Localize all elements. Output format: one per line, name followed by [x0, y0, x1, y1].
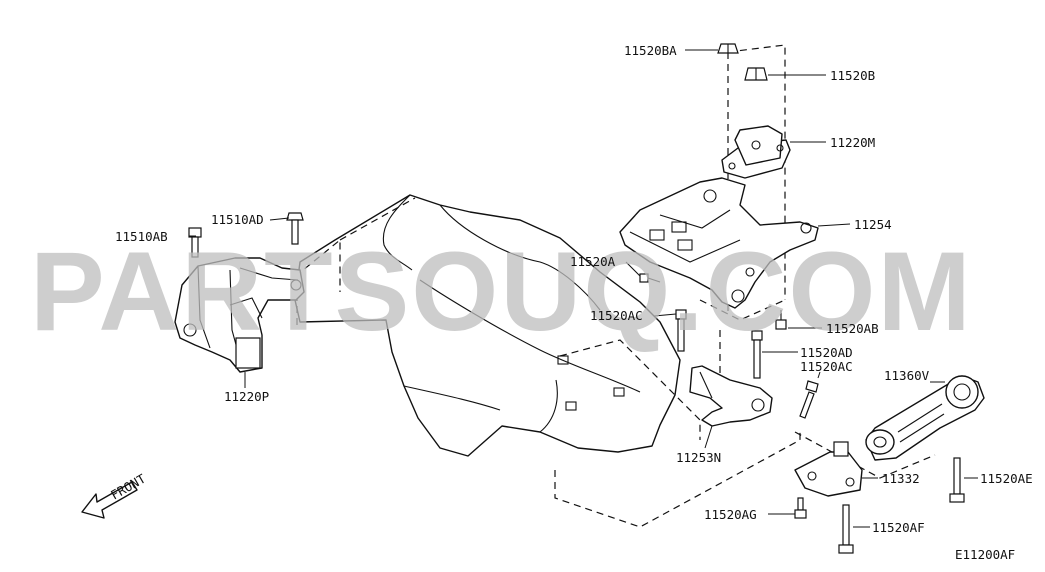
label-11510AD: 11510AD — [211, 212, 264, 227]
label-11510AB: 11510AB — [115, 229, 168, 244]
diagram-code: E11200AF — [955, 547, 1015, 562]
insulator-11220M — [721, 125, 791, 179]
label-11253N: 11253N — [676, 450, 721, 465]
label-11520AD: 11520AD — [800, 345, 853, 360]
bolt-11510AB — [188, 227, 202, 258]
bolt-11520AG — [794, 497, 807, 519]
front-arrow-icon — [81, 481, 138, 519]
label-11520AC-lower: 11520AC — [800, 359, 853, 374]
bolt-11520AC-lower — [799, 380, 819, 419]
label-11520AC-upper: 11520AC — [590, 308, 643, 323]
bracket-11332 — [794, 441, 863, 497]
label-11254: 11254 — [854, 217, 892, 232]
label-11220P: 11220P — [224, 389, 269, 404]
bracket-11254 — [619, 177, 819, 309]
label-11520AF: 11520AF — [872, 520, 925, 535]
nut-11520B — [744, 67, 768, 81]
part-labels: 11520BA 11520B 11220M 11254 11510AD 1151… — [115, 43, 1033, 562]
label-11332: 11332 — [882, 471, 920, 486]
label-11520BA: 11520BA — [624, 43, 677, 58]
nut-11520BA — [717, 43, 739, 54]
leader-lines — [189, 49, 978, 528]
bolt-11510AD — [286, 212, 304, 245]
label-11520A: 11520A — [570, 254, 616, 269]
label-11520AE: 11520AE — [980, 471, 1033, 486]
bolt-11520AD — [751, 330, 763, 379]
bolt-11520A — [639, 273, 661, 283]
label-11520AG: 11520AG — [704, 507, 757, 522]
bracket-11253N — [689, 365, 773, 427]
watermark: PARTSOUQ.COM — [30, 229, 973, 354]
bolt-11520AB — [775, 310, 787, 330]
label-11520B: 11520B — [830, 68, 875, 83]
front-direction-indicator: FRONT — [81, 471, 148, 519]
engine-block — [294, 194, 681, 457]
front-label: FRONT — [108, 471, 148, 503]
bolt-11520AF — [838, 504, 854, 554]
label-11520AB: 11520AB — [826, 321, 879, 336]
bolt-11520AE — [949, 457, 965, 503]
label-11360V: 11360V — [884, 368, 930, 383]
torque-rod-11360V — [865, 375, 985, 461]
label-11220M: 11220M — [830, 135, 875, 150]
engine-mount-left — [174, 257, 305, 373]
